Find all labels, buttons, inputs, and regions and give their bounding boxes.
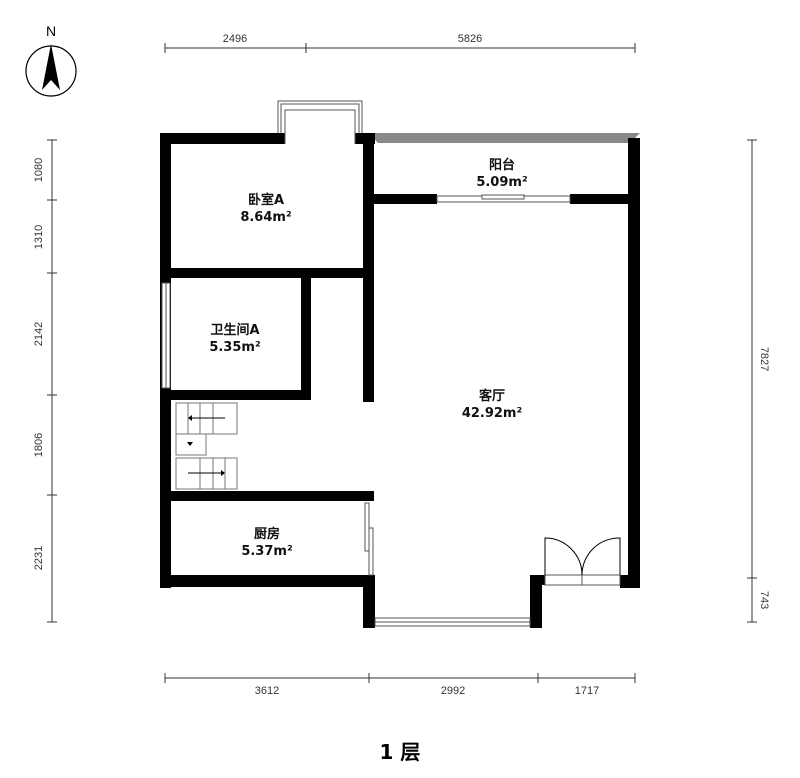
dim-left-2: 1310	[33, 225, 45, 249]
room-area-balcony: 5.09m²	[476, 175, 527, 190]
dim-top-1: 2496	[223, 33, 247, 45]
room-name-bathroom-a: 卫生间A	[210, 322, 259, 338]
room-name-balcony: 阳台	[489, 157, 515, 173]
dim-left-5: 2231	[33, 546, 45, 570]
room-area-kitchen: 5.37m²	[241, 544, 292, 559]
dim-bottom-2: 2992	[441, 685, 465, 697]
dimension-lines	[47, 43, 757, 683]
north-compass-icon: N	[25, 23, 77, 97]
dim-left-1: 1080	[33, 158, 45, 182]
dim-right-2: 743	[758, 591, 770, 609]
room-area-bedroom-a: 8.64m²	[240, 210, 291, 225]
dim-top-2: 5826	[458, 33, 482, 45]
compass-label: N	[46, 23, 56, 39]
windows-doors	[161, 100, 621, 627]
floor-label: 1 层	[380, 740, 421, 764]
stairs-icon	[175, 402, 238, 490]
room-area-bathroom-a: 5.35m²	[209, 340, 260, 355]
room-name-bedroom-a: 卧室A	[248, 192, 284, 208]
room-name-kitchen: 厨房	[254, 526, 280, 542]
room-area-living-room: 42.92m²	[462, 406, 522, 421]
dim-left-3: 2142	[33, 322, 45, 346]
dim-right-1: 7827	[758, 347, 770, 371]
dim-bottom-3: 1717	[575, 685, 599, 697]
dim-left-4: 1806	[33, 433, 45, 457]
dim-bottom-1: 3612	[255, 685, 279, 697]
room-name-living-room: 客厅	[479, 388, 505, 404]
walls	[160, 133, 640, 628]
double-door-icon	[544, 537, 621, 586]
